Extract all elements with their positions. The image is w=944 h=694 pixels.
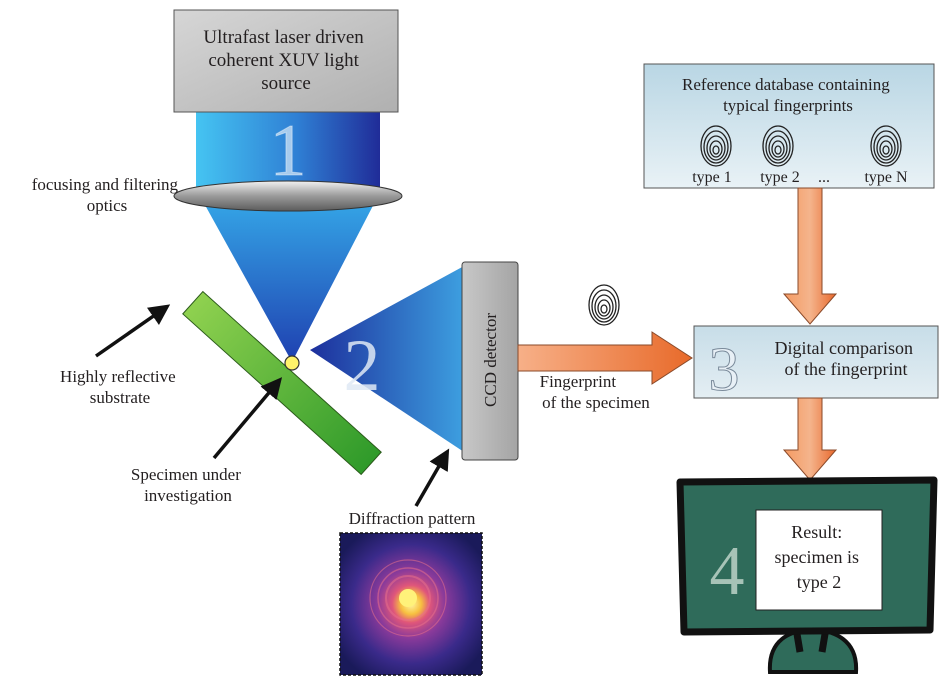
comparison-label: Digital comparison of the fingerprint — [775, 338, 918, 379]
substrate-pointer-arrow — [95, 304, 171, 358]
diffraction-label: Diffraction pattern — [349, 509, 476, 528]
database-to-comparison-arrow — [782, 187, 838, 325]
type-n-label: type N — [864, 169, 908, 186]
step-1-number: 1 — [270, 110, 307, 192]
database-label: Reference database containing typical fi… — [682, 75, 894, 115]
diffraction-pointer-arrow — [414, 448, 450, 507]
ccd-detector-label: CCD detector — [481, 313, 500, 407]
diffracted-beam-cone — [310, 266, 464, 452]
type-ellipsis-label: ... — [818, 169, 830, 186]
comparison-to-result-arrow — [782, 397, 838, 481]
specimen-label: Specimen under investigation — [131, 465, 245, 505]
fingerprint-icon-specimen — [588, 284, 620, 326]
diffraction-center-spot — [399, 589, 417, 607]
substrate-label: Highly reflective substrate — [60, 367, 180, 407]
type-2-label: type 2 — [760, 169, 800, 186]
fingerprint-arrow-label: Fingerprint of the specimen — [540, 372, 651, 412]
result-label: Result: specimen is type 2 — [775, 522, 864, 592]
specimen-pointer-arrow — [212, 377, 283, 460]
diffraction-rings — [369, 559, 447, 637]
type-1-label: type 1 — [692, 169, 732, 186]
step-3-number: 3 — [709, 336, 740, 404]
light-source-box — [173, 9, 399, 113]
fingerprint-transfer-arrow — [517, 331, 693, 385]
diffraction-image-border — [339, 532, 483, 676]
monitor-stand — [767, 627, 859, 674]
database-type-labels: type 1 type 2 ... type N — [692, 169, 908, 186]
step-2-number: 2 — [344, 325, 381, 407]
xuv-beam — [196, 112, 380, 192]
specimen-dot — [284, 355, 300, 371]
light-source-label: Ultrafast laser driven coherent XUV ligh… — [203, 27, 368, 94]
step-4-number: 4 — [710, 533, 745, 610]
result-box — [755, 509, 883, 611]
focusing-lens — [173, 180, 403, 212]
digital-comparison-box — [693, 325, 939, 399]
optics-label: focusing and filtering optics — [32, 175, 183, 215]
focused-beam-cone — [200, 196, 378, 362]
